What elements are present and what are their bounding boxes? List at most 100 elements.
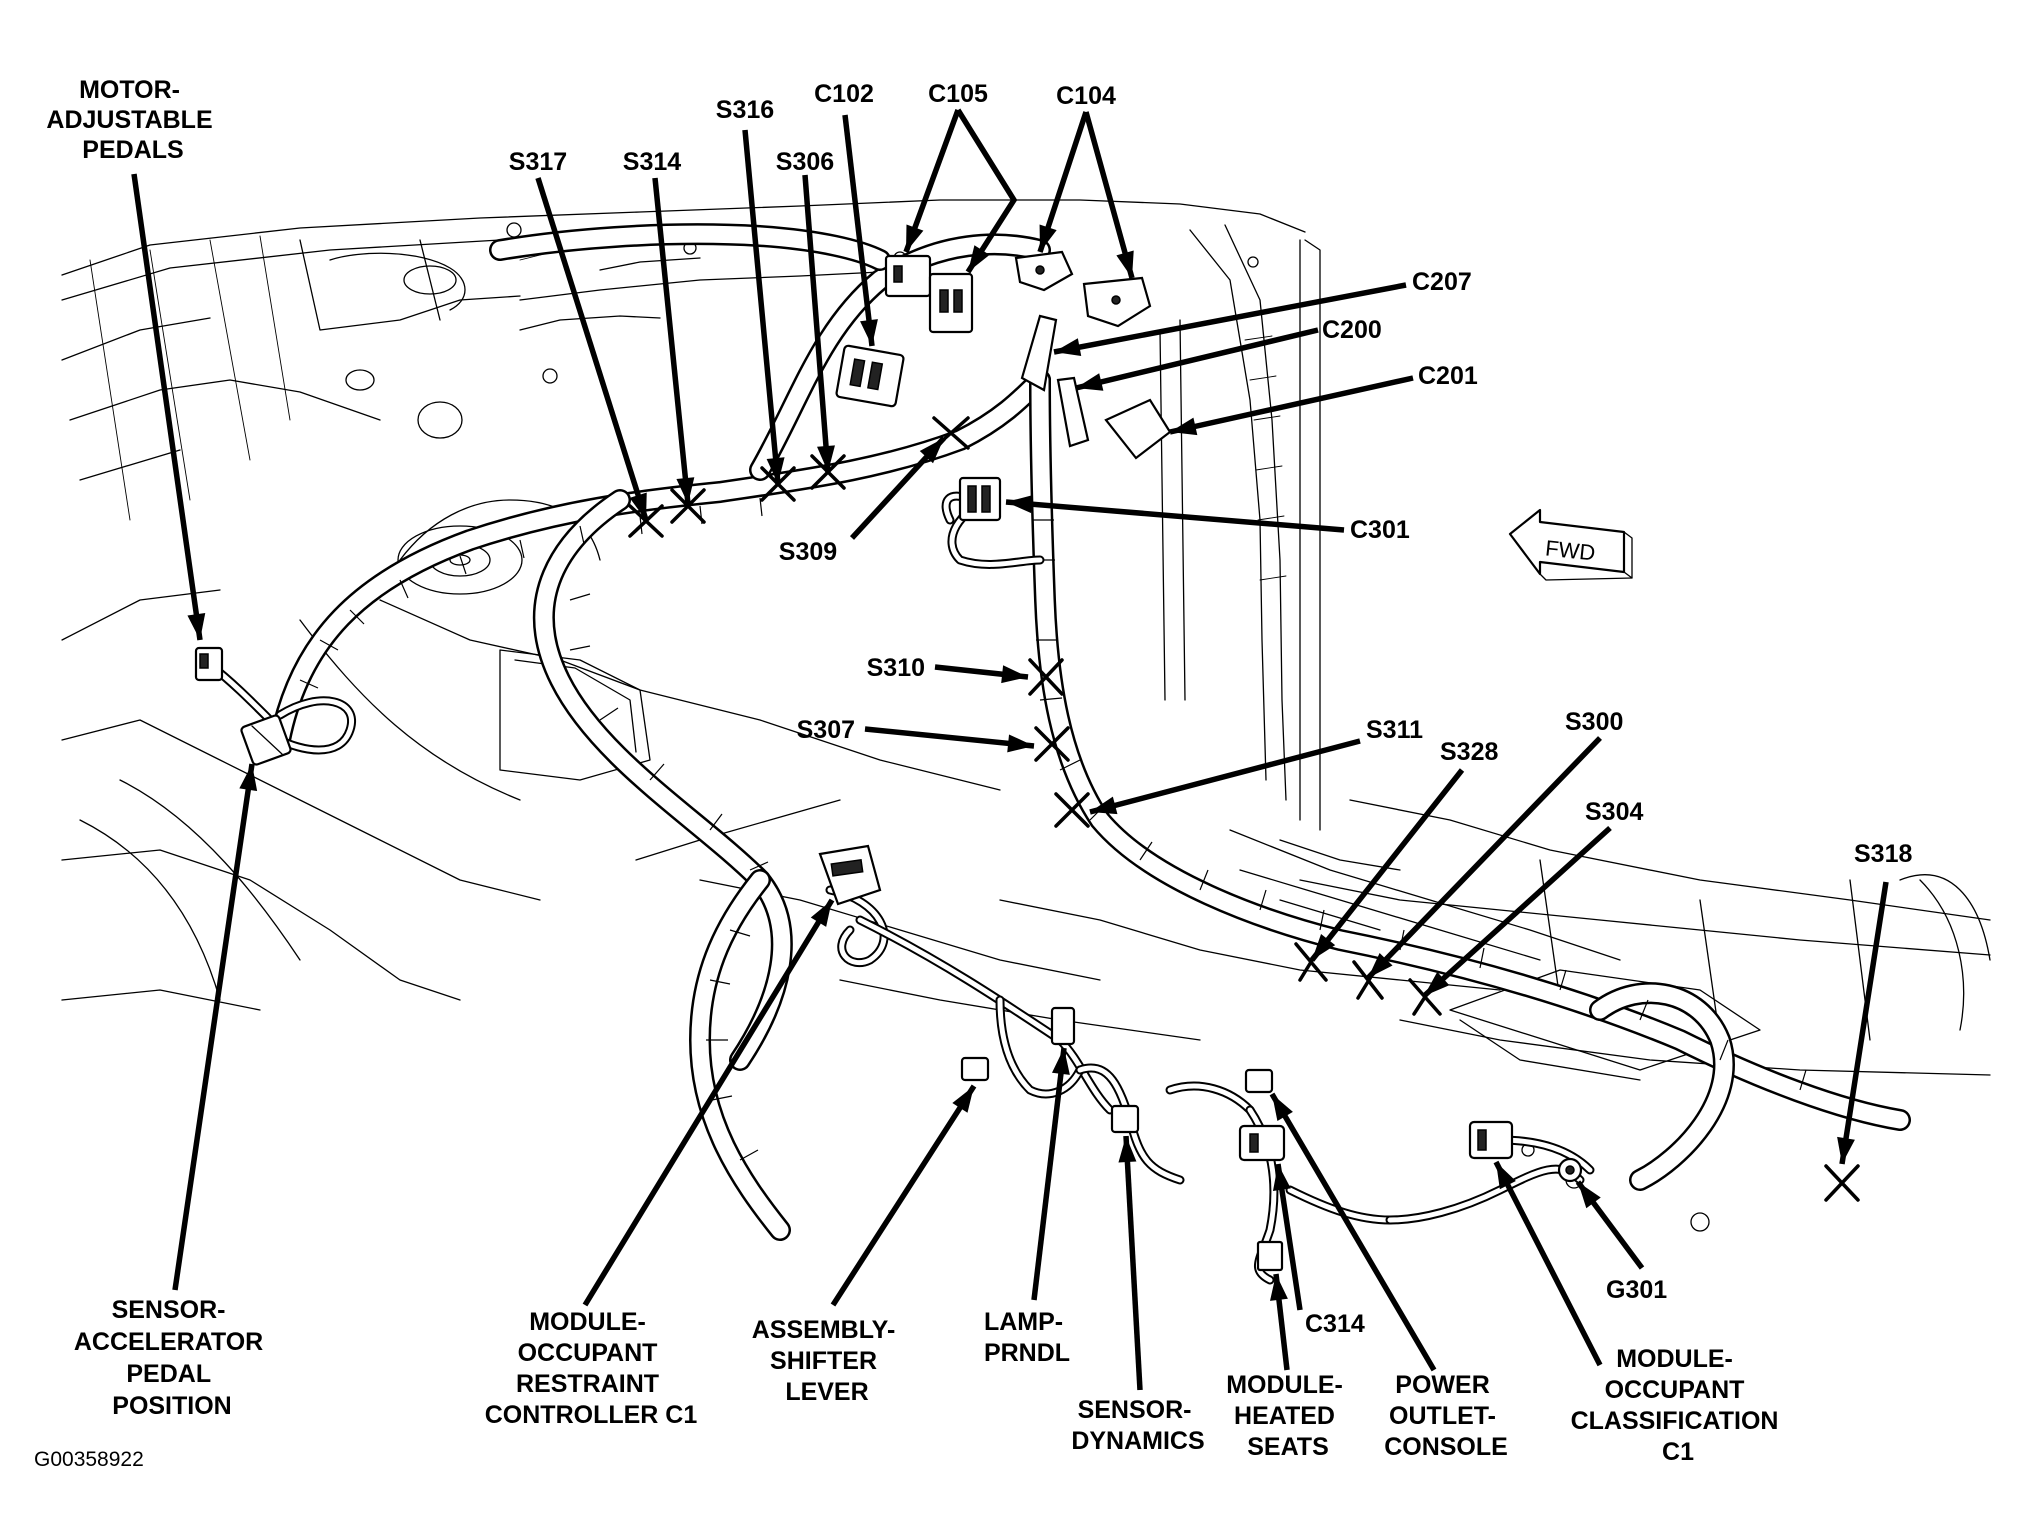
forward-direction-arrow: FWD [1508, 508, 1633, 581]
label-s317: S317 [509, 148, 567, 176]
arrowhead-leader-c200 [1076, 373, 1104, 391]
leader-lamp-prndl [1031, 1047, 1067, 1301]
arrowhead-leader-s307 [1007, 734, 1034, 753]
splice-s311-mark [1054, 792, 1090, 828]
leader-accelerator-sensor [172, 763, 255, 1291]
connector-c314 [1256, 1240, 1284, 1272]
arrowhead-leader-c201 [1170, 417, 1198, 436]
arrowhead-leader-s316 [766, 457, 785, 484]
label-s314: S314 [623, 148, 681, 176]
leader-s306 [802, 174, 831, 473]
splice-s317-mark [628, 504, 664, 538]
arrowhead-leader-orc-c1 [810, 900, 832, 927]
leader-s311 [1089, 738, 1361, 815]
arrowhead-leader-motor-pedals [187, 612, 206, 640]
arrowhead-leader-s311 [1090, 796, 1118, 815]
label-motor-adjustable-pedals: MOTOR- ADJUSTABLE PEDALS [46, 76, 219, 164]
leader-c200 [1075, 327, 1319, 391]
arrowhead-leader-sensor-dynamics [1118, 1136, 1137, 1163]
connector-c207 [1020, 314, 1058, 392]
label-sensor-dynamics: SENSOR- DYNAMICS [1071, 1396, 1204, 1455]
arrowhead-leader-s300 [1368, 953, 1393, 978]
leader-s314 [652, 177, 691, 505]
splice-s307-mark [1034, 726, 1070, 762]
label-lamp-prndl: LAMP- PRNDL [984, 1308, 1070, 1367]
leader-c207 [1053, 282, 1407, 355]
label-s304: S304 [1585, 798, 1643, 826]
arrowhead-leader-c314 [1272, 1164, 1291, 1192]
label-c207: C207 [1412, 268, 1472, 296]
label-s316: S316 [716, 96, 774, 124]
splice-s314-mark [670, 488, 706, 524]
leader-s300 [1366, 736, 1602, 980]
arrowhead-leader-g301 [1578, 1182, 1601, 1209]
connector-lamp-prndl [1050, 1006, 1076, 1046]
label-s311: S311 [1366, 716, 1423, 744]
arrowhead-leader-c104-a [1039, 224, 1057, 252]
leader-c105-b [955, 108, 1018, 274]
arrowhead-leader-c105-a [906, 224, 924, 252]
leader-sensor-dynamics [1123, 1135, 1143, 1391]
label-c301: C301 [1350, 516, 1410, 544]
arrowhead-leader-c207 [1054, 338, 1082, 356]
label-c105: C105 [928, 80, 988, 108]
label-s310: S310 [867, 654, 925, 682]
label-s328: S328 [1440, 738, 1498, 766]
arrowhead-leader-accelerator-sensor [239, 764, 258, 792]
arrowhead-leader-s306 [817, 445, 835, 472]
leader-motor-pedals [131, 173, 203, 641]
label-c200: C200 [1322, 316, 1382, 344]
label-c201: C201 [1418, 362, 1478, 390]
connector-c301 [958, 476, 1002, 522]
leader-s317 [535, 177, 649, 521]
main-harness [205, 223, 1911, 1285]
arrowhead-leader-shifter [952, 1086, 974, 1113]
labels: MOTOR- ADJUSTABLE PEDALS S317 S314 S316 … [34, 76, 1912, 1471]
leader-orc-c1 [582, 898, 835, 1307]
label-c314: C314 [1305, 1310, 1365, 1338]
leader-s307 [864, 726, 1035, 749]
arrowhead-leader-c105-b [968, 245, 990, 272]
leader-c102 [842, 114, 875, 347]
fwd-label: FWD [1544, 535, 1596, 565]
connector-c105-b [928, 272, 974, 334]
arrowhead-leader-c104-b [1116, 250, 1134, 278]
arrowhead-leader-power-outlet [1272, 1094, 1293, 1121]
label-c104: C104 [1056, 82, 1116, 110]
splice-s318-mark [1824, 1164, 1860, 1202]
figure-id: G00358922 [34, 1448, 144, 1471]
label-s306: S306 [776, 148, 834, 176]
label-s309: S309 [779, 538, 837, 566]
label-c102: C102 [814, 80, 874, 108]
leader-s318 [1839, 881, 1889, 1165]
connector-occ-class [1468, 1120, 1514, 1160]
connector-c105-a [884, 254, 932, 298]
leader-occ-class [1493, 1160, 1603, 1367]
label-assembly-shifter-lever: ASSEMBLY- SHIFTER LEVER [752, 1316, 903, 1406]
arrowhead-leader-s317 [629, 492, 647, 520]
connectors [194, 250, 1583, 1272]
label-s300: S300 [1565, 708, 1623, 736]
leader-power-outlet [1269, 1092, 1437, 1372]
leader-lines [131, 108, 1889, 1391]
arrowhead-leader-s328 [1312, 934, 1336, 960]
label-s318: S318 [1854, 840, 1912, 868]
label-s307: S307 [797, 716, 855, 744]
leader-c201 [1169, 375, 1414, 435]
arrowhead-leader-s304 [1424, 971, 1450, 996]
arrowhead-leader-s314 [676, 477, 695, 504]
arrowhead-leader-s318 [1837, 1136, 1855, 1164]
leader-s316 [742, 129, 781, 485]
connector-heated-seats [1238, 1124, 1286, 1162]
leader-c104-b [1083, 111, 1135, 279]
label-module-heated-seats: MODULE- HEATED SEATS [1226, 1371, 1350, 1461]
arrowhead-leader-c102 [860, 319, 878, 346]
splice-marks [628, 416, 1860, 1202]
arrowhead-leader-s310 [1001, 665, 1028, 684]
connector-orc-c1 [818, 844, 882, 906]
connector-c201 [1104, 398, 1172, 460]
leader-s328 [1309, 768, 1465, 962]
connector-c200 [1056, 376, 1090, 448]
arrowhead-leader-s309 [919, 438, 944, 464]
